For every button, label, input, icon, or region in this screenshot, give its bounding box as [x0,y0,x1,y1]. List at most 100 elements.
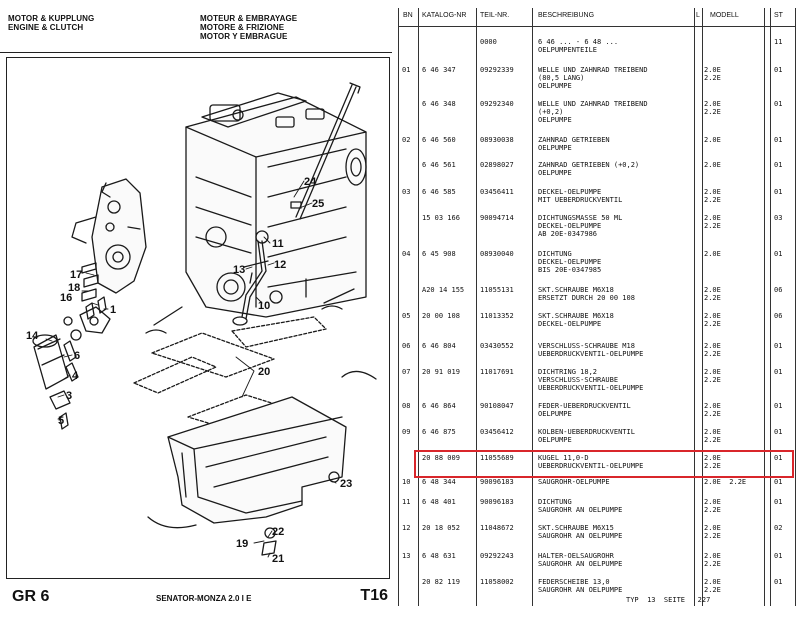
cell-modell: 2.0E [704,250,721,258]
header-right-line: MOTORE & FRIZIONE [200,23,285,32]
cell-bn: 12 [402,524,411,532]
callout-label: 21 [272,553,284,565]
description-line: UEBERDRUCKVENTIL-OELPUMPE [538,384,644,392]
cell-teil-nr: 90096183 [480,498,514,506]
callout-label: 18 [68,282,80,294]
model-line: 2.2E [704,532,721,540]
cell-st: 06 [774,286,783,294]
description-line: (+0,2) [538,108,564,116]
cell-teil-nr: 90094714 [480,214,514,222]
callout-label: 4 [72,370,79,382]
cell-st: 01 [774,498,783,506]
cell-st: 01 [774,578,783,586]
table-rule [764,8,765,606]
cell-teil-nr: 02898027 [480,161,514,169]
description-line: KUGEL 11,0-D [538,454,589,462]
header-left-line: ENGINE & CLUTCH [8,23,84,32]
callout-label: 14 [26,330,39,342]
description-line: OELPUMPE [538,169,572,177]
model-label: SENATOR-MONZA 2.0 I E [156,594,252,603]
description-line: SAUGROHR AN OELPUMPE [538,506,623,514]
description-line: VERSCHLUSS-SCHRAUBE [538,376,619,384]
cell-teil-nr: 11055689 [480,454,514,462]
model-line: 2.2E [704,350,721,358]
column-header-katalog: KATALOG-NR [422,12,467,19]
cell-beschreibung: WELLE UND ZAHNRAD TREIBEND(+0,2)OELPUMPE [538,100,648,124]
cell-st: 01 [774,250,783,258]
cell-bn: 13 [402,552,411,560]
callout-label: 11 [272,238,284,250]
cell-bn: 09 [402,428,411,436]
cell-modell: 2.0E 2.2E [704,478,746,486]
exploded-diagram-panel: MOTOR & KUPPLUNG ENGINE & CLUTCH MOTEUR … [0,0,396,638]
header-right-title: MOTEUR & EMBRAYAGE MOTORE & FRIZIONE MOT… [200,14,297,41]
description-line: DECKEL-OELPUMPE [538,222,602,230]
table-rule [795,8,796,606]
cell-katalog-nr: 6 46 585 [422,188,456,196]
description-line: WELLE UND ZAHNRAD TREIBEND [538,66,648,74]
pump-cover-drawing [49,306,111,430]
description-line: ERSETZT DURCH 20 00 108 [538,294,635,302]
model-line: 2.0E [704,342,721,350]
model-line: 2.2E [704,586,721,594]
cell-katalog-nr: 6 48 631 [422,552,456,560]
cell-st: 01 [774,402,783,410]
model-line: 2.0E [704,498,721,506]
seal-arc-drawing [145,305,343,334]
column-header-teil: TEIL-NR. [480,12,510,19]
model-line: 2.2E [704,410,721,418]
column-header-st: ST [774,12,783,19]
table-rule [532,8,533,606]
cell-st: 01 [774,100,783,108]
model-line: 2.0E [704,524,721,532]
description-line: DICHTUNG [538,498,572,506]
description-line: UEBERDRUCKVENTIL-OELPUMPE [538,462,644,470]
description-line: (80,5 LANG) [538,74,585,82]
model-line: 2.0E [704,161,721,169]
description-line: DICHTUNGSMASSE 50 ML [538,214,623,222]
description-line: SAUGROHR AN OELPUMPE [538,586,623,594]
model-line: 2.0E [704,402,721,410]
seal-arc-drawing [153,288,355,326]
table-rule [694,8,695,606]
description-line: AB 20E-0347986 [538,230,598,238]
cell-katalog-nr: 20 18 052 [422,524,460,532]
cell-bn: 11 [402,498,411,506]
model-line: 2.0E [704,66,721,74]
model-line: 2.0E [704,286,721,294]
model-line: 2.2E [704,108,721,116]
model-line: 2.2E [704,196,721,204]
callout-label: 16 [60,292,72,304]
cell-st: 03 [774,214,783,222]
description-line: FEDER-UEBERDRUCKVENTIL [538,402,631,410]
cell-katalog-nr: 6 46 561 [422,161,456,169]
callout-label: 3 [66,390,72,402]
description-line: OELPUMPE [538,436,572,444]
cell-teil-nr: 11055131 [480,286,514,294]
model-line: 2.0E [704,250,721,258]
cell-bn: 07 [402,368,411,376]
cell-st: 01 [774,454,783,462]
oil-pickup-tube-drawing [232,230,269,326]
header-divider [0,52,392,53]
column-header-beschreibung: BESCHREIBUNG [538,12,595,19]
cell-katalog-nr: 6 46 864 [422,402,456,410]
description-line: SAUGROHR AN OELPUMPE [538,560,623,568]
callout-label: 25 [312,198,324,210]
cell-st: 01 [774,161,783,169]
model-line: 2.0E [704,428,721,436]
description-line: SKT.SCHRAUBE M6X18 [538,286,614,294]
table-rule [418,8,419,606]
cell-beschreibung: 6 46 ... - 6 48 ...OELPUMPENTEILE [538,38,618,54]
cell-bn: 01 [402,66,411,74]
cell-teil-nr: 11017691 [480,368,514,376]
cell-st: 02 [774,524,783,532]
engine-exploded-view: 24 25 11 12 13 10 17 18 16 1 14 6 4 3 5 … [26,82,377,565]
